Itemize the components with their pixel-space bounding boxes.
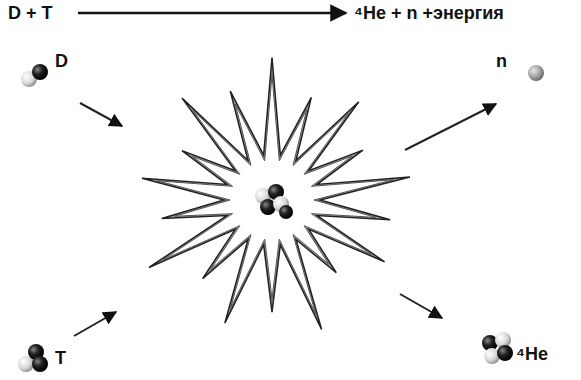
motion-arrow xyxy=(405,104,496,150)
motion-arrow xyxy=(74,312,116,336)
motion-arrow xyxy=(400,294,442,318)
reaction-arrow xyxy=(78,12,346,15)
equation-right: ⁴He + n +энергия xyxy=(354,4,504,22)
deuteron xyxy=(21,64,48,87)
motion-arrow xyxy=(80,103,122,126)
particle-label: T xyxy=(55,349,66,367)
triton xyxy=(18,344,48,372)
explosion-star xyxy=(142,58,410,330)
particle-label: n xyxy=(496,52,507,70)
star-outline xyxy=(142,58,410,330)
helium-nucleus xyxy=(482,332,513,364)
particle-label: ⁴He xyxy=(516,345,548,363)
particle-label: D xyxy=(55,52,68,70)
star-inner xyxy=(158,75,394,314)
neutron xyxy=(528,65,544,81)
fusing-nucleus xyxy=(255,184,293,219)
equation-left: D + T xyxy=(8,4,53,22)
